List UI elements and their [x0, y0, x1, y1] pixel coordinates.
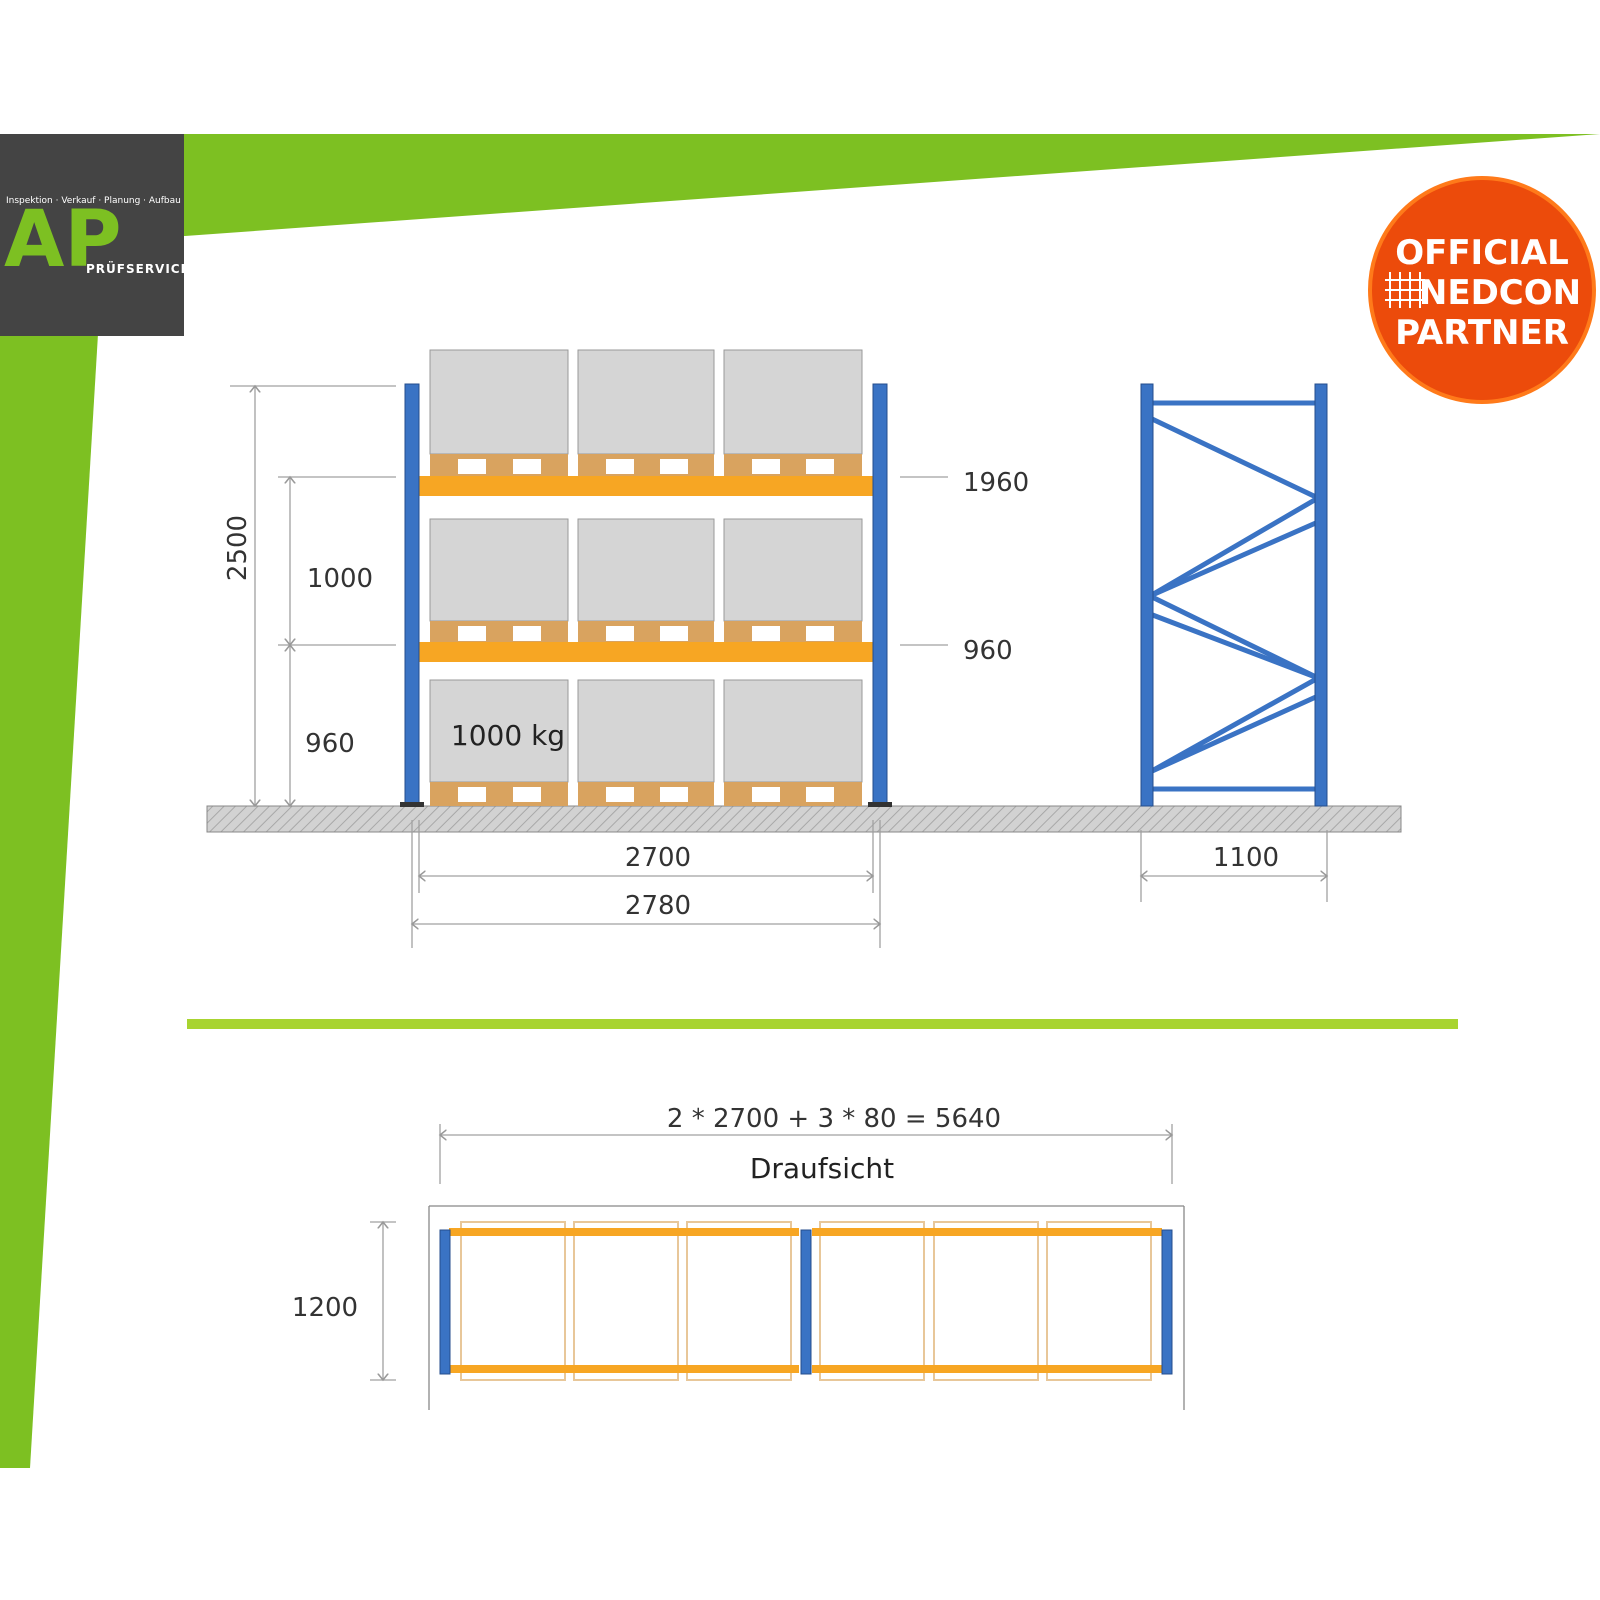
upright-left	[404, 383, 420, 807]
beam-lower-height-label: 960	[963, 636, 1013, 666]
frame-depth-label: 1100	[1213, 843, 1279, 873]
pallets-top-level	[429, 349, 863, 478]
logo-letters: AP	[4, 195, 122, 285]
beam-lower	[414, 642, 880, 662]
badge-line-3: PARTNER	[1395, 313, 1569, 353]
height-dimensions	[230, 386, 948, 806]
section-divider	[187, 1019, 1458, 1029]
top-upright-middle	[800, 1229, 812, 1375]
logo-subtitle: PRÜFSERVICE	[86, 261, 190, 276]
pallets-middle-level	[429, 518, 863, 645]
width-dimensions	[412, 820, 880, 948]
floor	[206, 805, 1402, 833]
first-level-label: 960	[305, 729, 355, 759]
badge-line-2: NEDCON	[1419, 273, 1581, 313]
total-length-formula: 2 * 2700 + 3 * 80 = 5640	[667, 1104, 1001, 1134]
frame-upright-right	[1314, 383, 1328, 807]
beam-upper-height-label: 1960	[963, 468, 1029, 498]
front-view: 1000 kg 2500 1000 960 1960 960 2700 2780	[206, 349, 1402, 948]
company-logo: Inspektion · Verkauf · Planung · Aufbau …	[0, 134, 190, 336]
top-view-beams	[449, 1228, 1162, 1373]
nedcon-grid-icon	[1385, 272, 1425, 308]
pallets-floor-level	[429, 679, 863, 806]
beam-upper	[414, 476, 880, 496]
bay-width-outer-label: 2780	[625, 891, 691, 921]
nedcon-partner-badge: OFFICIAL NEDCON PARTNER	[1368, 176, 1596, 404]
frame-upright-left	[1140, 383, 1154, 807]
top-view: 2 * 2700 + 3 * 80 = 5640 Draufsicht 1200	[292, 1104, 1185, 1410]
logo-tagline: Inspektion · Verkauf · Planung · Aufbau	[6, 196, 181, 206]
badge-line-1: OFFICIAL	[1395, 233, 1569, 273]
bay-width-inner-label: 2700	[625, 843, 691, 873]
level-spacing-label: 1000	[307, 564, 373, 594]
top-upright-left	[439, 1229, 451, 1375]
upright-right	[872, 383, 888, 807]
load-label: 1000 kg	[451, 719, 565, 752]
side-view-frame: 1100	[1140, 383, 1328, 902]
green-top-band	[0, 134, 1600, 236]
top-view-pallets	[460, 1221, 1152, 1381]
top-view-title: Draufsicht	[750, 1152, 894, 1185]
depth-label: 1200	[292, 1293, 358, 1323]
total-height-label: 2500	[223, 515, 253, 581]
green-left-band	[0, 134, 110, 1468]
top-upright-right	[1161, 1229, 1173, 1375]
